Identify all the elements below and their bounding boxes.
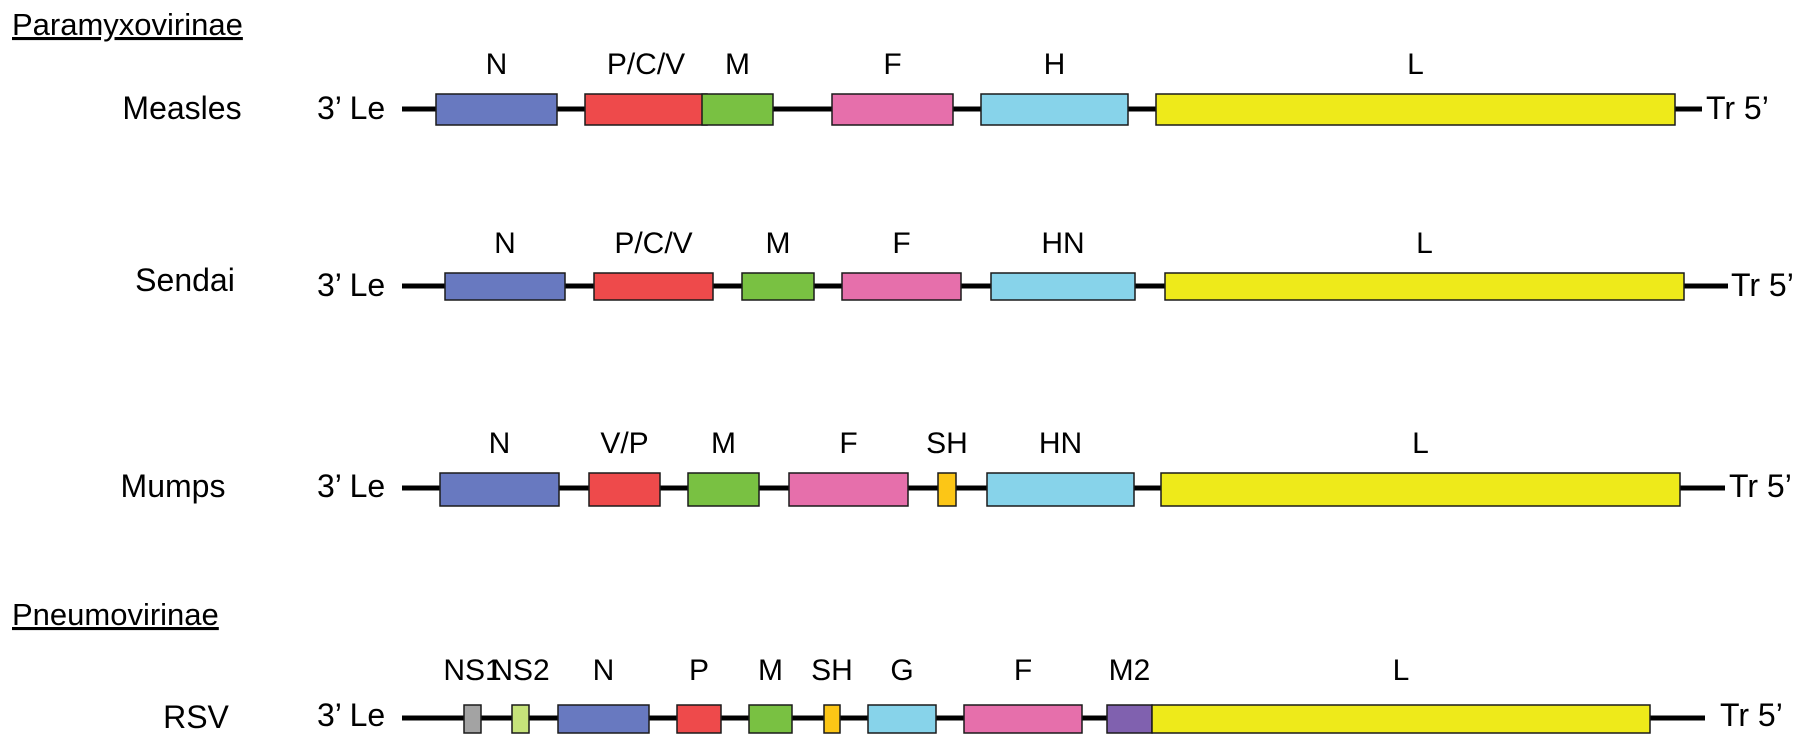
virus-name: RSV — [163, 699, 229, 735]
family-heading-pneumovirinae: Pneumovirinae — [12, 597, 219, 632]
gene-label: SH — [926, 427, 968, 460]
gene-label: L — [1393, 654, 1410, 687]
trailer-label: Tr 5’ — [1706, 90, 1769, 126]
gene-label: G — [890, 654, 913, 687]
gene-box-f — [788, 472, 909, 507]
gene-label: F — [1014, 654, 1032, 687]
leader-label: 3’ Le — [317, 697, 385, 733]
gene-box-n — [435, 93, 558, 126]
leader-label: 3’ Le — [317, 267, 385, 303]
gene-box-m — [741, 272, 815, 301]
gene-box-n — [557, 704, 650, 734]
gene-label: M — [766, 227, 791, 260]
gene-label: NS2 — [491, 654, 549, 687]
gene-box-v-p — [588, 472, 661, 507]
gene-box-f — [841, 272, 962, 301]
gene-label: HN — [1041, 227, 1084, 260]
leader-label: 3’ Le — [317, 90, 385, 126]
gene-label: N — [486, 48, 508, 81]
gene-box-m — [687, 472, 760, 507]
gene-label: P/C/V — [607, 48, 685, 81]
gene-label: F — [883, 48, 901, 81]
gene-label: NS1 — [443, 654, 501, 687]
gene-label: F — [892, 227, 910, 260]
gene-label: HN — [1039, 427, 1082, 460]
gene-label: SH — [811, 654, 853, 687]
gene-box-l — [1151, 704, 1651, 734]
trailer-label: Tr 5’ — [1720, 697, 1783, 733]
gene-box-p — [676, 704, 722, 734]
genome-row-sendai: Sendai 3’ Le Tr 5’ N P/C/V M F HN L — [135, 227, 1794, 303]
virus-name: Mumps — [121, 468, 226, 504]
gene-label: M — [711, 427, 736, 460]
gene-box-p-c-v — [584, 93, 708, 126]
gene-label: N — [494, 227, 516, 260]
trailer-label: Tr 5’ — [1731, 267, 1794, 303]
gene-box-m2 — [1106, 704, 1153, 734]
gene-box-l — [1164, 272, 1685, 301]
gene-box-sh — [823, 704, 841, 734]
gene-label: N — [489, 427, 511, 460]
gene-box-hn — [990, 272, 1136, 301]
gene-label: L — [1416, 227, 1433, 260]
genome-row-mumps: Mumps 3’ Le Tr 5’ N V/P M F SH HN L — [121, 427, 1792, 507]
gene-box-sh — [937, 472, 957, 507]
gene-box-ns2 — [511, 704, 530, 734]
gene-label: N — [593, 654, 615, 687]
gene-box-l — [1160, 472, 1681, 507]
gene-box-m — [701, 93, 774, 126]
gene-box-f — [831, 93, 954, 126]
gene-box-g — [867, 704, 937, 734]
gene-box-m — [748, 704, 793, 734]
leader-label: 3’ Le — [317, 468, 385, 504]
virus-name: Sendai — [135, 262, 235, 298]
gene-box-hn — [986, 472, 1135, 507]
gene-label: L — [1407, 48, 1424, 81]
gene-box-ns1 — [463, 704, 482, 734]
gene-box-n — [439, 472, 560, 507]
gene-box-l — [1155, 93, 1676, 126]
gene-box-f — [963, 704, 1083, 734]
gene-box-h — [980, 93, 1129, 126]
gene-label: V/P — [600, 427, 648, 460]
gene-box-n — [444, 272, 566, 301]
gene-box-p-c-v — [593, 272, 714, 301]
gene-label: P/C/V — [614, 227, 692, 260]
gene-label: M — [758, 654, 783, 687]
gene-label: M2 — [1109, 654, 1151, 687]
genome-row-measles: Measles 3’ Le Tr 5’ N P/C/V M F H L — [122, 48, 1768, 126]
gene-label: M — [725, 48, 750, 81]
gene-label: H — [1044, 48, 1066, 81]
family-heading-paramyxovirinae: Paramyxovirinae — [12, 7, 243, 42]
gene-label: L — [1412, 427, 1429, 460]
trailer-label: Tr 5’ — [1729, 468, 1792, 504]
gene-label: P — [689, 654, 709, 687]
virus-name: Measles — [122, 90, 241, 126]
gene-label: F — [839, 427, 857, 460]
